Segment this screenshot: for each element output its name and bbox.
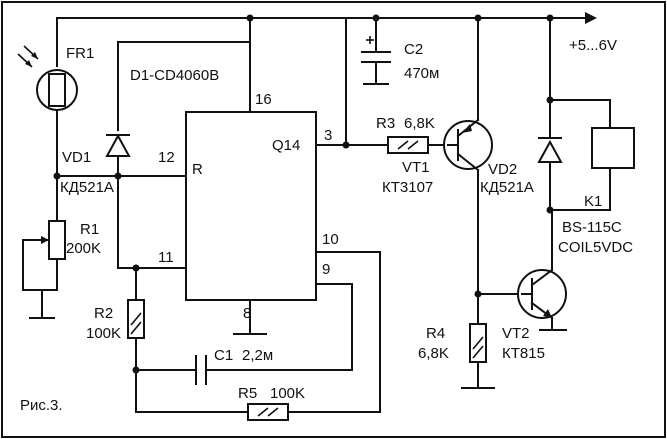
c2-ref: C2: [404, 41, 423, 58]
resistor-r3: [387, 136, 449, 154]
ic-pin-11: 11: [158, 249, 174, 266]
vd2-type: КД521А: [480, 179, 534, 196]
ic-pin-12: 12: [158, 149, 175, 166]
r5-value: 100K: [270, 385, 305, 402]
r2-value: 100K: [86, 325, 121, 342]
k1-type: BS-115C: [562, 219, 622, 236]
ic-pin-10: 10: [322, 231, 339, 248]
resistor-r2: [127, 267, 145, 413]
ic-pin-name-q14: Q14: [272, 137, 300, 154]
r3-ref: R3: [376, 115, 395, 132]
r4-value: 6,8K: [418, 345, 449, 362]
ic-cd4060b: [185, 17, 317, 335]
c1-value: 2,2м: [242, 347, 273, 364]
resistor-r4: [461, 293, 495, 389]
ic-pin-9: 9: [322, 261, 330, 278]
vt1-type: КТ3107: [382, 179, 433, 196]
c1-ref: C1: [214, 347, 233, 364]
wire-q14-output: [315, 17, 389, 149]
k1-coil: COIL5VDC: [558, 239, 633, 256]
vd1-type: КД521А: [60, 179, 114, 196]
ic-pin-16: 16: [255, 91, 272, 108]
diode-vd2: [537, 17, 563, 214]
resistor-r5: [135, 251, 381, 421]
figure-caption: Рис.3.: [20, 397, 63, 414]
potentiometer-r1: [22, 175, 66, 319]
r4-ref: R4: [426, 325, 445, 342]
ic-pin-3: 3: [324, 127, 332, 144]
photoresistor-fr1: [17, 17, 78, 177]
r1-value: 200K: [66, 240, 101, 257]
vt1-ref: VT1: [402, 159, 430, 176]
k1-ref: K1: [584, 193, 602, 210]
vt2-type: КТ815: [502, 345, 545, 362]
r3-value: 6,8K: [404, 115, 435, 132]
transistor-vt1: [443, 17, 493, 295]
vd2-ref: VD2: [488, 161, 517, 178]
r5-ref: R5: [238, 385, 257, 402]
diode-vd1: [105, 41, 251, 180]
r2-ref: R2: [94, 305, 113, 322]
ic-pin-name-reset: R: [192, 161, 203, 178]
vt2-ref: VT2: [502, 325, 530, 342]
supply-rail: [56, 12, 597, 24]
capacitor-c1: [135, 283, 353, 385]
ic-pin-8: 8: [243, 305, 251, 322]
vd1-ref: VD1: [62, 149, 91, 166]
relay-k1: [549, 99, 635, 211]
fr1-ref: FR1: [66, 45, 94, 62]
r1-ref: R1: [80, 221, 99, 238]
transistor-vt2: [517, 209, 567, 331]
c2-value: 470м: [404, 65, 439, 82]
capacitor-c2: [361, 17, 391, 85]
supply-label: +5...6V: [569, 37, 617, 54]
ic-ref: D1-CD4060B: [130, 67, 219, 84]
